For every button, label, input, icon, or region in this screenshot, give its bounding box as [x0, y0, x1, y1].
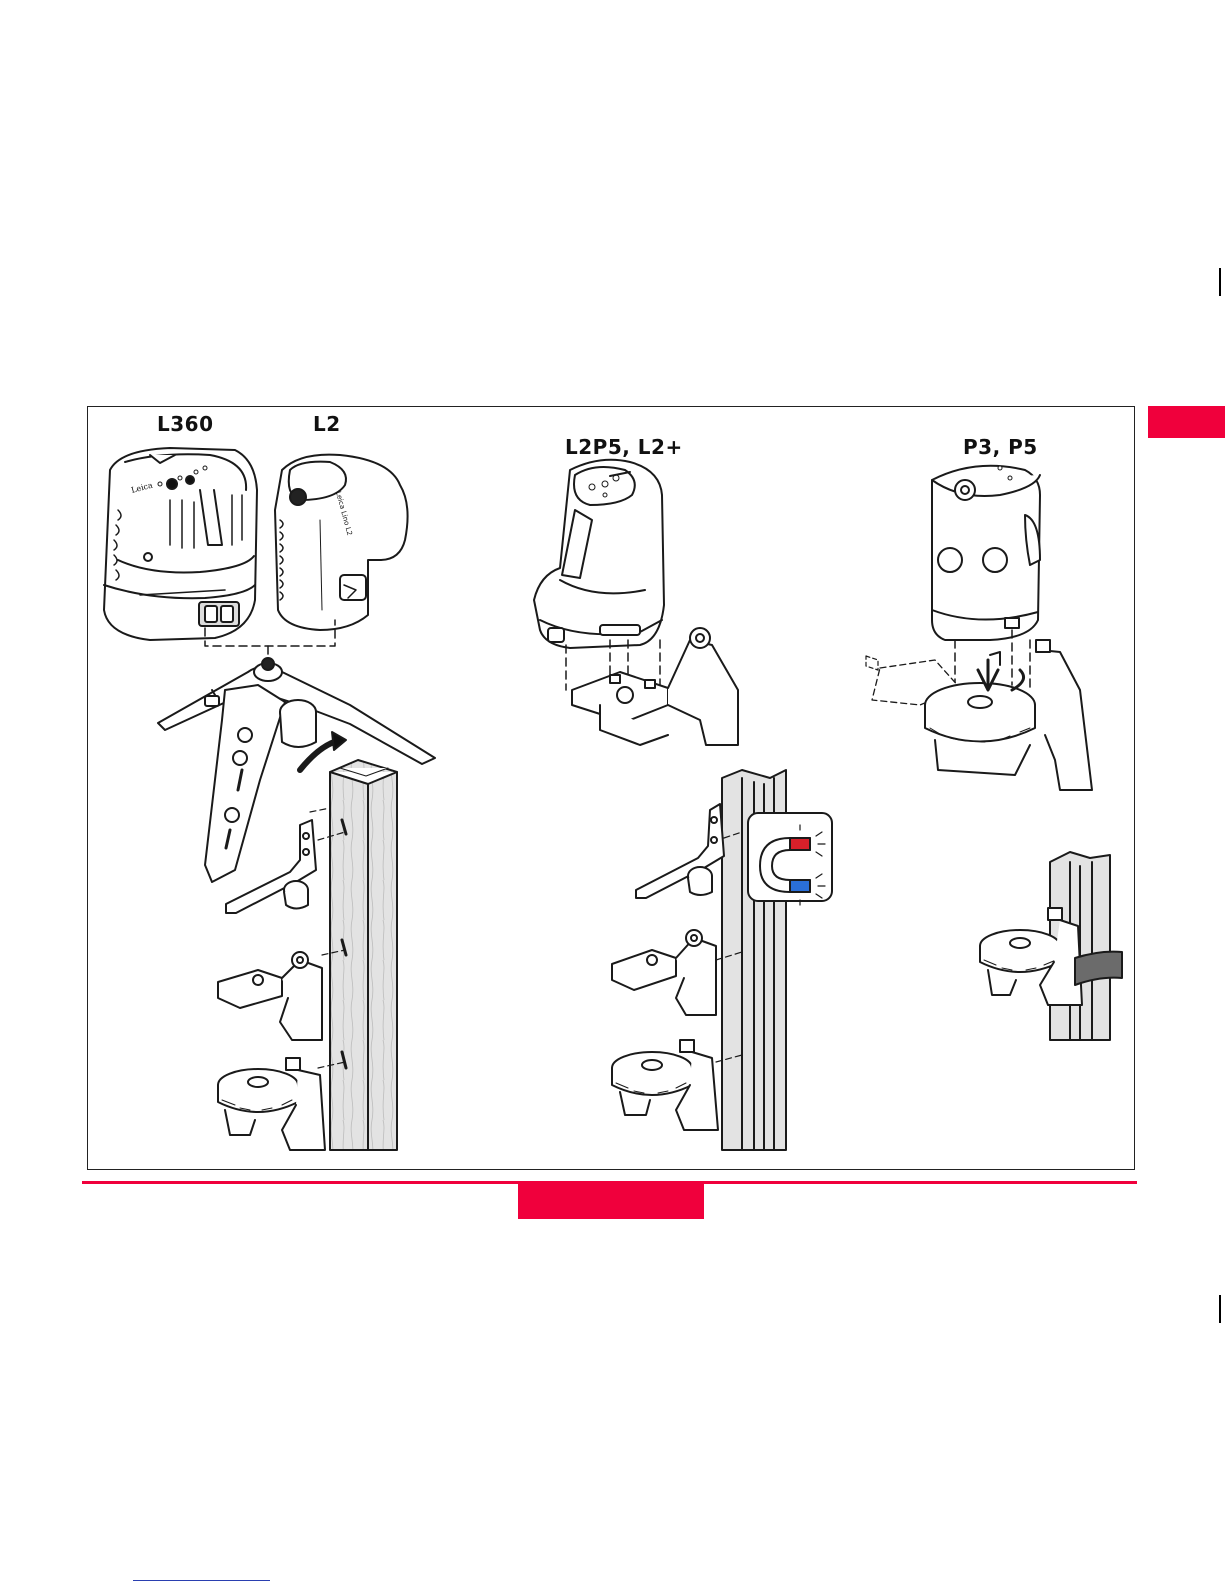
p3p5-device [932, 466, 1040, 640]
magnet-icon [748, 813, 832, 905]
page-number-tab [518, 1184, 704, 1219]
l2-device [275, 455, 408, 630]
wooden-post [330, 760, 397, 1150]
l2p5-device [534, 460, 664, 648]
bottom-link-underline [133, 1580, 270, 1581]
p3p5-holder [866, 640, 1092, 790]
l360-device [104, 448, 257, 640]
rotating-base-left [218, 1052, 346, 1150]
holder-bracket-left-mid [218, 940, 346, 1040]
